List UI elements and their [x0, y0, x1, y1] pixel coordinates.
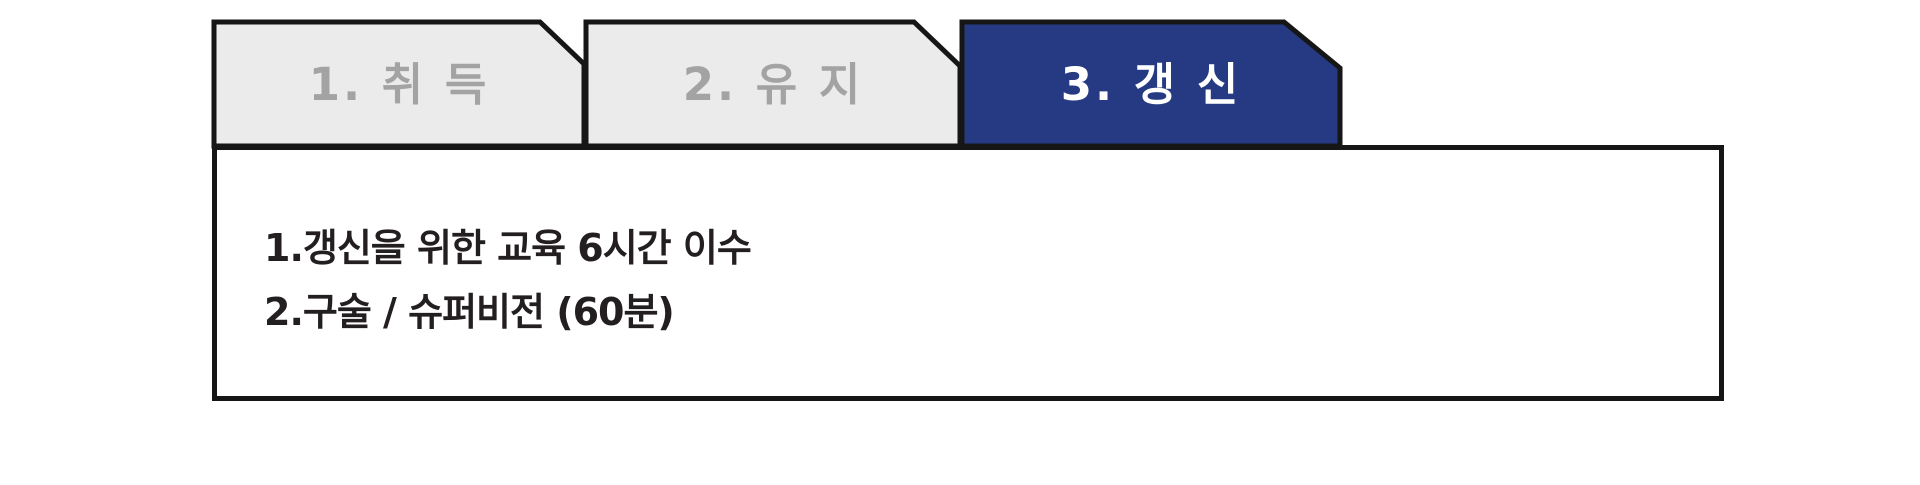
tab-renewal-shape: [959, 19, 1343, 149]
tab-maintenance[interactable]: 2. 유 지: [0, 0, 980, 164]
list-item: 2.구술 / 슈퍼비전 (60분): [264, 290, 675, 334]
tab-maintenance-label: 2. 유 지: [682, 58, 864, 111]
tab-renewal[interactable]: 3. 갱 신: [0, 0, 1360, 164]
renewal-content-panel: 1.갱신을 위한 교육 6시간 이수 2.구술 / 슈퍼비전 (60분): [212, 145, 1724, 401]
tab-acquisition-label: 1. 취 득: [308, 58, 490, 111]
list-item: 1.갱신을 위한 교육 6시간 이수: [264, 226, 752, 270]
tab-renewal-label: 3. 갱 신: [1060, 58, 1242, 111]
